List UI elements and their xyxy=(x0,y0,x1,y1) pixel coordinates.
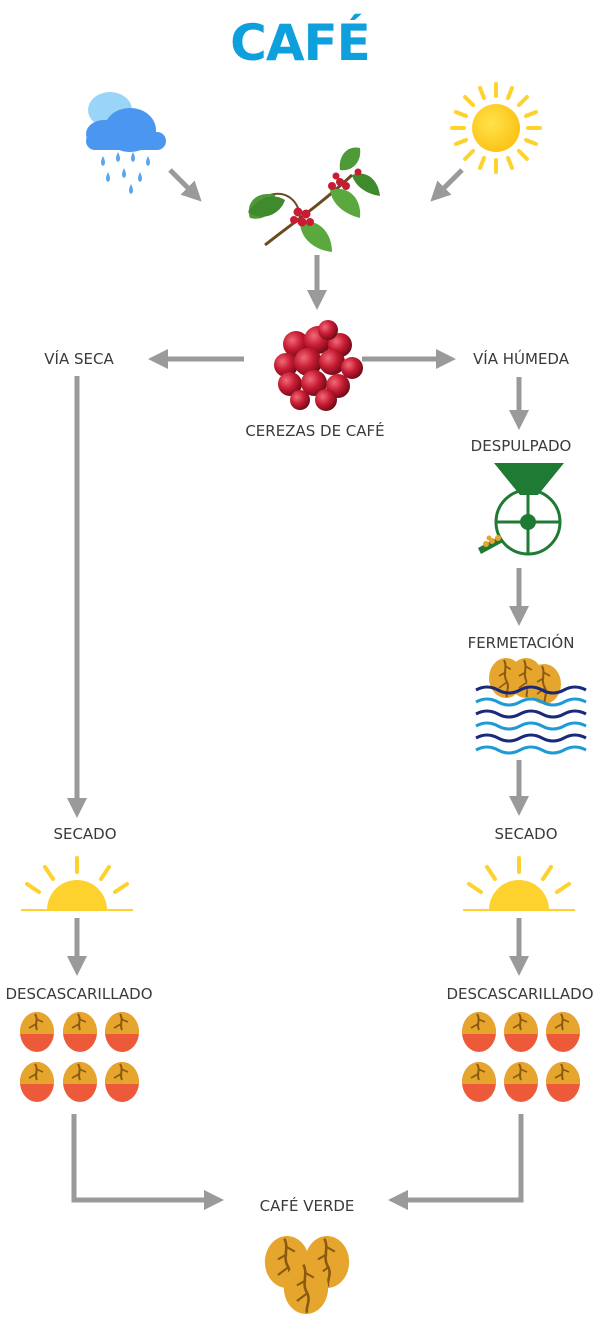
pulping-machine-icon xyxy=(478,463,564,556)
coffee-cherries-icon xyxy=(274,320,363,411)
cherries-label: CEREZAS DE CAFÉ xyxy=(245,422,385,440)
fermentation-label: FERMETACIÓN xyxy=(467,634,575,652)
hulled-beans-icon xyxy=(461,1011,581,1103)
rising-sun-icon xyxy=(19,856,135,912)
arrow-hulling-left-to-green xyxy=(71,1114,224,1210)
fermentation-water-icon xyxy=(475,657,587,755)
pulping-label: DESPULPADO xyxy=(470,437,572,455)
arrow-sun-to-plant xyxy=(430,168,464,202)
coffee-branch-icon xyxy=(248,147,380,252)
hulled-beans-icon xyxy=(19,1011,140,1103)
rising-sun-icon xyxy=(461,856,577,912)
arrow-rain-to-plant xyxy=(168,168,202,202)
drying-label-right: SECADO xyxy=(494,825,558,843)
hulling-label-left: DESCASCARILLADO xyxy=(5,985,153,1003)
sun-icon xyxy=(450,82,542,174)
arrow-hulling-right-to-green xyxy=(388,1114,524,1210)
green-coffee-label: CAFÉ VERDE xyxy=(259,1197,355,1215)
rain-cloud-icon xyxy=(86,92,166,194)
page-title: CAFÉ xyxy=(230,14,371,72)
dry-route-label: VÍA SECA xyxy=(44,350,114,368)
wet-route-label: VÍA HÚMEDA xyxy=(473,350,569,368)
hulling-label-right: DESCASCARILLADO xyxy=(446,985,594,1003)
green-coffee-beans-icon xyxy=(263,1234,351,1316)
drying-label-left: SECADO xyxy=(53,825,117,843)
